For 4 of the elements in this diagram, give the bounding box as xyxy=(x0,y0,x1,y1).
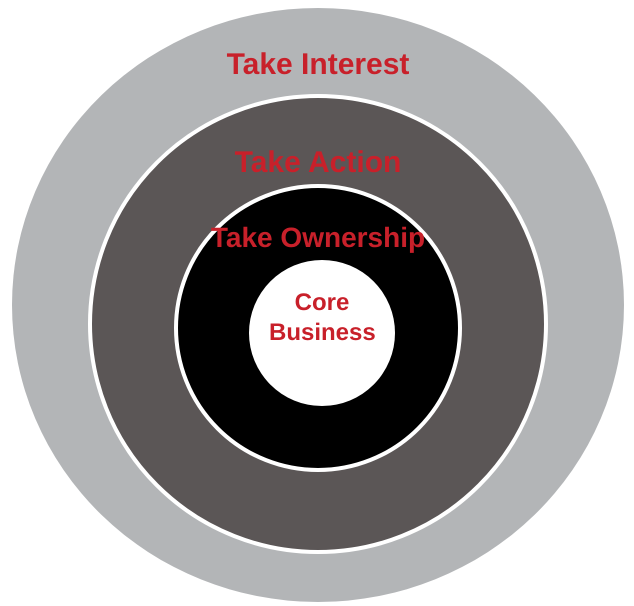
ring-label: Core Business xyxy=(268,288,377,348)
ring-label: Take Ownership xyxy=(210,222,426,254)
ring-label: Take Action xyxy=(234,146,402,180)
ring-label: Take Interest xyxy=(226,48,410,82)
